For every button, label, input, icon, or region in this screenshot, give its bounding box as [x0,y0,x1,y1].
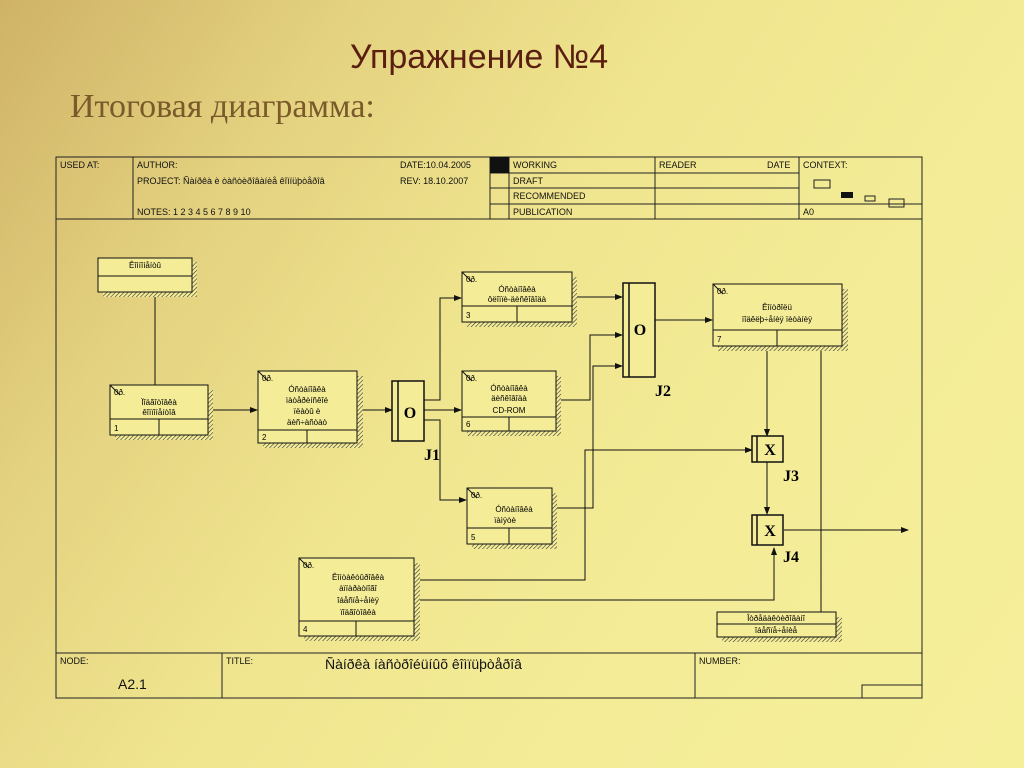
diagram-frame [55,156,923,699]
box-6-line-2: äèñêîâîäà [491,394,527,403]
box-3-tag: 0ð. [466,275,477,284]
title-value: Ñàíðêà íàñòðîéüíûõ êîìïüþòåðîâ [325,656,522,672]
date-label: DATE:10.04.2005 [400,160,471,170]
context-thumbnail [813,179,905,208]
link-4-to-j4 [414,547,777,601]
junction-j2-label: J2 [655,383,671,400]
box-4-line-1: Êîíòàêòûðîâêà [332,573,385,582]
links [154,292,909,612]
slide-title: Упражнение №4 [349,38,609,76]
box-4-number: 4 [303,625,308,634]
link-4-to-j3 [414,447,753,581]
box-4: 0ð. Êîíòàêòûðîâêà àïïàðàòíîãî îáåñïå÷åíè… [298,557,420,641]
box-7-line-2: ïîäêëþ÷åíèÿ ïèòàíèÿ [742,315,812,324]
junction-j2-symbol: O [634,322,646,339]
box-6-number: 6 [466,420,471,429]
link-5-to-j2 [552,363,623,509]
box-6-line-3: CD-ROM [493,406,526,415]
rev-label: REV: 18.10.2007 [400,176,468,186]
box-2: 0ð. Óñòàíîâêà ìàòåðèíñêîé ïëàòû è äèñ÷àñ… [257,370,363,448]
box-4-line-4: ïîäãîòîâêà [340,608,376,617]
link-j1-to-5 [424,419,467,503]
slide-subtitle: Итоговая диаграмма: [70,88,375,125]
junction-j4-label: J4 [783,549,799,566]
project-label: PROJECT: Ñàíðêà è òàñòèðîâàíèå êîìïüþòåð… [137,176,325,186]
number-label: NUMBER: [699,656,741,666]
box-2-line-4: äèñ÷àñòàò [287,418,328,427]
box-2-number: 2 [262,433,267,442]
box-1-line-2: êîìïîíåíòîâ [142,408,176,417]
box-4-line-2: àïïàðàòíîãî [339,584,378,593]
box-5: 0ð. Óñòàíîâêà ïàìÿòè 5 [466,487,557,549]
context-label: CONTEXT: [803,160,848,170]
box-4-line-3: îáåñïå÷åíèÿ [336,596,379,605]
box-1-number: 1 [114,424,119,433]
box-6-line-1: Óñòàíîâêà [490,384,528,393]
box-output-line-1: Îòðåäàêòèðîâàíî [746,614,806,623]
box-4-tag: 0ð. [303,561,314,570]
status-publication: PUBLICATION [513,207,572,217]
box-7: 0ð. Êîíòðîëü ïîäêëþ÷åíèÿ ïèòàíèÿ 7 [712,283,848,351]
junction-j1: O J1 [391,380,440,464]
junction-j3-label: J3 [783,468,799,485]
footer-block: NODE: A2.1 TITLE: Ñàíðêà íàñòðîéüíûõ êîì… [56,652,923,699]
reader-label: READER [659,160,697,170]
junction-j4: X J4 [751,514,799,566]
junction-j3-symbol: X [764,442,776,459]
notes-label: NOTES: 1 2 3 4 5 6 7 8 9 10 [137,207,251,217]
context-node-label: A0 [803,207,814,217]
box-output: Îòðåäàêòèðîâàíî îáåñïå÷åíèå [716,611,842,642]
title-label: TITLE: [226,656,253,666]
junction-j1-symbol: O [404,405,416,422]
junction-j1-label: J1 [424,447,440,464]
box-5-tag: 0ð. [471,491,482,500]
box-3: 0ð. Óñòàíîâêà ôëîïïè-äèñêîâîäà 3 [461,271,577,327]
box-komponenty: Êîìïîíåíòû [97,257,197,297]
box-3-line-1: Óñòàíîâêà [498,285,536,294]
box-7-tag: 0ð. [717,287,728,296]
box-1: 0ð. Ïîäãîòîâêà êîìïîíåíòîâ 1 [109,384,213,440]
link-j1-to-3 [424,295,462,401]
box-1-tag: 0ð. [114,388,125,397]
status-recommended: RECOMMENDED [513,191,586,201]
box-5-number: 5 [471,533,476,542]
reader-date-label: DATE [767,160,790,170]
box-6: 0ð. Óñòàíîâêà äèñêîâîäà CD-ROM 6 [461,370,561,436]
header-block: USED AT: AUTHOR: PROJECT: Ñàíðêà è òàñòè… [56,157,922,220]
box-2-line-3: ïëàòû è [294,407,321,416]
box-7-number: 7 [717,335,722,344]
box-6-tag: 0ð. [466,374,477,383]
link-6-to-j2 [556,332,623,401]
status-working: WORKING [513,160,557,170]
junction-j2: O J2 [622,282,671,400]
box-1-line-1: Ïîäãîòîâêà [141,398,177,407]
box-2-tag: 0ð. [262,374,273,383]
junction-j4-symbol: X [764,523,776,540]
junction-j3: X J3 [751,435,799,485]
box-5-line-2: ïàìÿòè [494,516,516,525]
box-3-number: 3 [466,311,471,320]
used-at-label: USED AT: [60,160,99,170]
box-3-line-2: ôëîïïè-äèñêîâîäà [488,295,547,304]
author-label: AUTHOR: [137,160,178,170]
box-7-line-1: Êîíòðîëü [762,303,792,312]
box-output-line-2: îáåñïå÷åíèå [754,626,798,635]
box-komponenty-text: Êîìïîíåíòû [129,261,161,270]
status-draft: DRAFT [513,176,543,186]
box-2-line-2: ìàòåðèíñêîé [286,396,329,405]
box-2-line-1: Óñòàíîâêà [288,385,326,394]
node-label: NODE: [60,656,89,666]
node-value: A2.1 [118,676,147,692]
box-5-line-1: Óñòàíîâêà [495,505,533,514]
